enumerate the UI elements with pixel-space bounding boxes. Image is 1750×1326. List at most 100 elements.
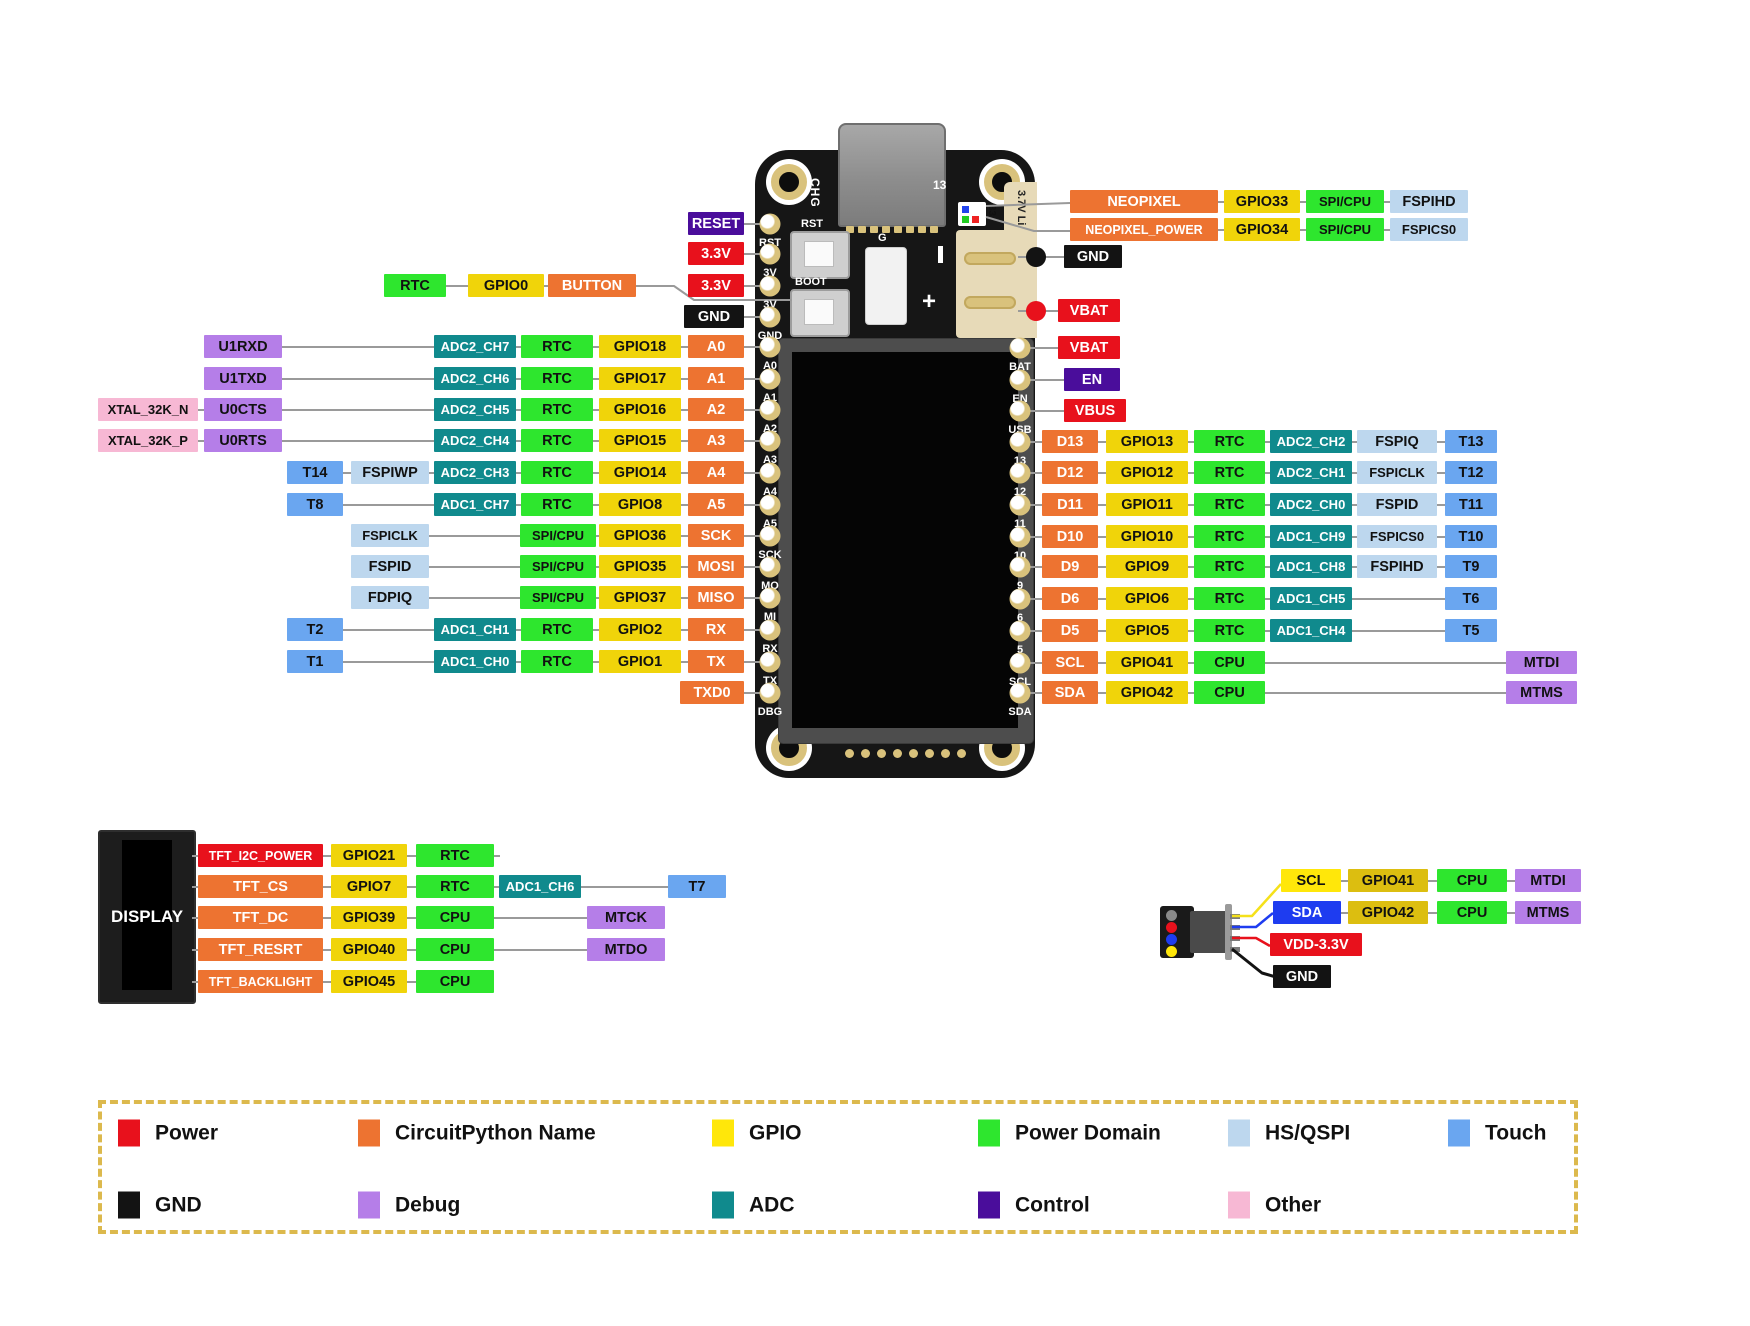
pin-box-cpu: CPU xyxy=(1194,651,1265,674)
pin-box-t10: T10 xyxy=(1445,525,1497,548)
pin-box-button: BUTTON xyxy=(548,274,636,297)
pin-box-3-3v: 3.3V xyxy=(688,274,744,297)
pin-box-rtc: RTC xyxy=(1194,525,1265,548)
silkscreen-pin-label: 5 xyxy=(1016,644,1024,656)
pin-box-gpio36: GPIO36 xyxy=(599,524,681,547)
pin-box-t9: T9 xyxy=(1445,555,1497,578)
legend-swatch xyxy=(358,1191,380,1219)
pin-box-neopixel-power: NEOPIXEL_POWER xyxy=(1070,218,1218,241)
pin-box-gpio45: GPIO45 xyxy=(331,970,407,993)
pin-box-neopixel: NEOPIXEL xyxy=(1070,190,1218,213)
pin-box-gpio15: GPIO15 xyxy=(599,429,681,452)
pin-box-a0: A0 xyxy=(688,335,744,358)
pin-box-xtal-32k-p: XTAL_32K_P xyxy=(98,429,198,452)
silkscreen-pin-label: SCL xyxy=(997,677,1043,688)
pin-box-gpio40: GPIO40 xyxy=(331,938,407,961)
connector-wire-dot xyxy=(1166,922,1177,933)
pin-box-fspiclk: FSPICLK xyxy=(1357,461,1437,484)
pin-box-rtc: RTC xyxy=(416,875,494,898)
pin-box-t6: T6 xyxy=(1445,587,1497,610)
pin-box-adc2-ch3: ADC2_CH3 xyxy=(434,461,516,484)
legend-label: GPIO xyxy=(749,1121,802,1144)
battery-minus-mark xyxy=(938,246,943,263)
silkscreen-pin-label: 9 xyxy=(1016,580,1024,592)
through-hole-pin xyxy=(1009,431,1031,453)
through-hole-pin xyxy=(1009,369,1031,391)
pin-box-mtdi: MTDI xyxy=(1515,869,1581,892)
silkscreen-pin-label: 11 xyxy=(1014,518,1026,530)
legend-label: Debug xyxy=(395,1193,461,1216)
pin-box-rtc: RTC xyxy=(384,274,446,297)
reset-button[interactable] xyxy=(790,231,850,279)
silkscreen-pin-label: EN xyxy=(1012,393,1028,405)
pin-box-xtal-32k-n: XTAL_32K_N xyxy=(98,398,198,421)
pin-box-gpio37: GPIO37 xyxy=(599,586,681,609)
pin-box-adc2-ch1: ADC2_CH1 xyxy=(1270,461,1352,484)
pin-box-t5: T5 xyxy=(1445,619,1497,642)
pin-box-gpio41: GPIO41 xyxy=(1348,869,1428,892)
pin-box-adc2-ch4: ADC2_CH4 xyxy=(434,429,516,452)
legend-label: HS/QSPI xyxy=(1265,1121,1351,1144)
connector-flange xyxy=(1225,904,1232,960)
through-hole-pin xyxy=(759,399,781,421)
pin-box-t1: T1 xyxy=(287,650,343,673)
through-hole-pin xyxy=(1009,462,1031,484)
pin-box-mtms: MTMS xyxy=(1515,901,1581,924)
through-hole-pin xyxy=(1009,556,1031,578)
stemma-connector xyxy=(1160,898,1244,962)
silkscreen-pin-label: 6 xyxy=(1016,612,1024,624)
pin-box-adc2-ch0: ADC2_CH0 xyxy=(1270,493,1352,516)
pin-box-sda: SDA xyxy=(1042,681,1098,704)
pin-box-u1txd: U1TXD xyxy=(204,367,282,390)
pin-box-vbat: VBAT xyxy=(1058,299,1120,322)
pin-box-gpio33: GPIO33 xyxy=(1224,190,1300,213)
pin-box-rtc: RTC xyxy=(521,650,593,673)
through-hole-pin xyxy=(759,682,781,704)
legend-item-gpio: GPIO xyxy=(712,1119,802,1147)
through-hole-pin xyxy=(759,462,781,484)
pin-box-tft-resrt: TFT_RESRT xyxy=(198,938,323,961)
pin-box-rtc: RTC xyxy=(521,461,593,484)
legend-label: CircuitPython Name xyxy=(395,1121,596,1144)
silkscreen-pin-label: 12 xyxy=(1013,486,1027,498)
pin-box-gpio18: GPIO18 xyxy=(599,335,681,358)
pin-box-gpio10: GPIO10 xyxy=(1106,525,1188,548)
pin-box-d12: D12 xyxy=(1042,461,1098,484)
pin-box-fspiwp: FSPIWP xyxy=(351,461,429,484)
solder-dot xyxy=(1026,301,1046,321)
silkscreen-pin-label: A0 xyxy=(762,360,778,372)
pin-box-gpio14: GPIO14 xyxy=(599,461,681,484)
pin-box-sda: SDA xyxy=(1273,901,1341,924)
legend-item-adc: ADC xyxy=(712,1191,795,1219)
pin-box-gpio39: GPIO39 xyxy=(331,906,407,929)
battery-plus-mark: + xyxy=(922,288,937,315)
pin-box-gpio8: GPIO8 xyxy=(599,493,681,516)
through-hole-pin xyxy=(1009,652,1031,674)
pin-box-gpio1: GPIO1 xyxy=(599,650,681,673)
pin-box-spi-cpu: SPI/CPU xyxy=(520,586,596,609)
legend-item-debug: Debug xyxy=(358,1191,461,1219)
through-hole-pin xyxy=(759,494,781,516)
silk-13-label: 13 xyxy=(933,178,947,192)
silkscreen-pin-label: A3 xyxy=(762,454,778,466)
pin-box-tx: TX xyxy=(688,650,744,673)
pin-box-gnd: GND xyxy=(1064,245,1122,268)
pin-box-mtdo: MTDO xyxy=(587,938,665,961)
pin-box-u0rts: U0RTS xyxy=(204,429,282,452)
pin-box-a2: A2 xyxy=(688,398,744,421)
legend-item-circuitpython-name: CircuitPython Name xyxy=(358,1119,596,1147)
through-hole-pin xyxy=(759,336,781,358)
pin-box-u0cts: U0CTS xyxy=(204,398,282,421)
legend-label: Control xyxy=(1015,1193,1090,1216)
silk-g-label: G xyxy=(878,232,887,244)
pin-box-cpu: CPU xyxy=(1437,901,1507,924)
silk-rst-label: RST xyxy=(801,218,823,230)
boot-button[interactable] xyxy=(790,289,850,337)
pin-box-adc1-ch9: ADC1_CH9 xyxy=(1270,525,1352,548)
pin-box-fspid: FSPID xyxy=(1357,493,1437,516)
pin-box-d11: D11 xyxy=(1042,493,1098,516)
pin-box-gpio42: GPIO42 xyxy=(1106,681,1188,704)
pin-box-sck: SCK xyxy=(688,524,744,547)
pin-box-adc2-ch6: ADC2_CH6 xyxy=(434,367,516,390)
